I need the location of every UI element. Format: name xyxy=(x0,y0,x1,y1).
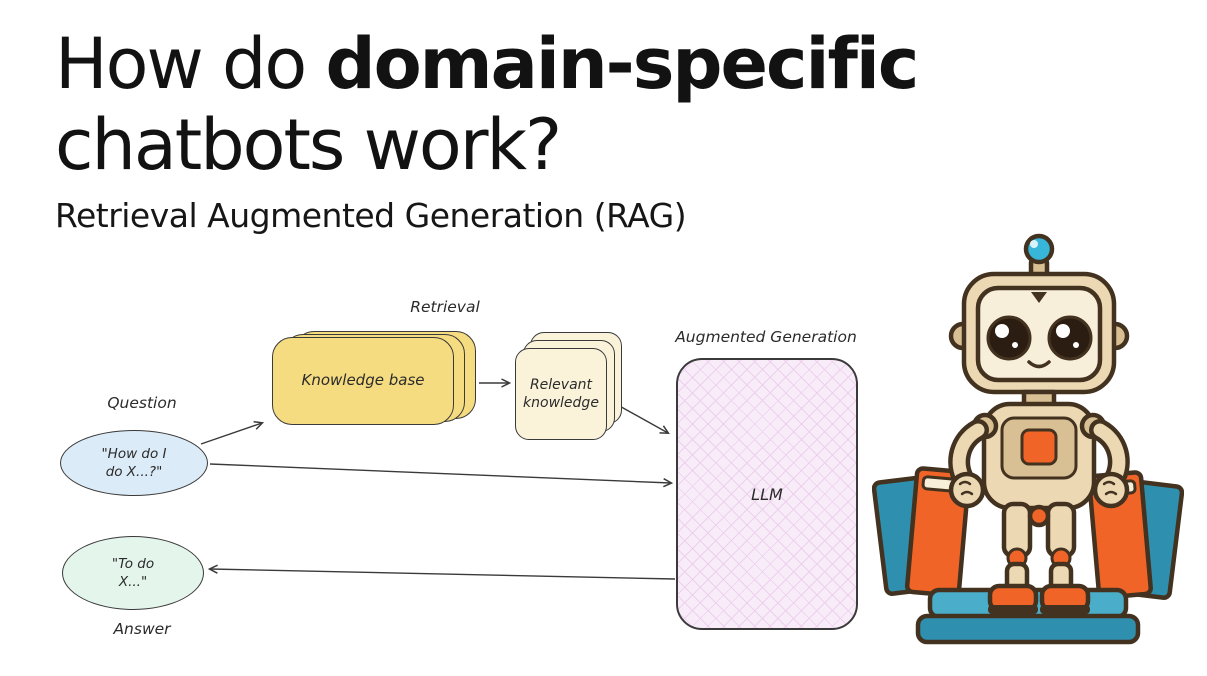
question-bubble: "How do I do X...?" xyxy=(60,430,208,496)
arrow-question-to-llm xyxy=(209,463,674,488)
robot xyxy=(948,233,1130,614)
robot-illustration xyxy=(872,226,1184,650)
arrow-llm-to-answer xyxy=(207,564,676,580)
robot-antenna xyxy=(1023,233,1055,281)
question-label: Question xyxy=(107,394,177,412)
relevant-knowledge-text: Relevant knowledge xyxy=(523,376,599,411)
answer-bubble-line2: X..." xyxy=(118,574,148,590)
augmented-generation-label: Augmented Generation xyxy=(675,328,857,346)
arrow-question-to-knowledge-base xyxy=(200,420,265,445)
robot-head xyxy=(948,271,1130,395)
robot-eyes xyxy=(986,315,1093,361)
relevant-knowledge-node: Relevant knowledge xyxy=(515,332,622,440)
answer-bubble: "To do X..." xyxy=(62,536,204,610)
title-regular: How do xyxy=(55,23,326,105)
llm-node: LLM xyxy=(676,358,858,630)
books-left xyxy=(872,466,972,598)
subtitle: Retrieval Augmented Generation (RAG) xyxy=(55,196,687,236)
knowledge-base-card-front: Knowledge base xyxy=(272,337,454,425)
robot-smile xyxy=(1027,360,1051,369)
title-line2: chatbots work? xyxy=(55,104,562,187)
question-bubble-line2: do X...?" xyxy=(105,464,163,480)
arrow-relevant-to-llm xyxy=(615,403,670,435)
knowledge-base-node: Knowledge base xyxy=(272,331,476,425)
robot-svg xyxy=(872,233,1184,645)
answer-bubble-line1: "To do xyxy=(111,555,155,572)
answer-label: Answer xyxy=(113,620,171,638)
title-bold: domain-specific xyxy=(325,23,919,105)
robot-legs xyxy=(987,501,1091,614)
knowledge-base-text: Knowledge base xyxy=(301,371,425,390)
robot-arms xyxy=(948,419,1130,509)
robot-body xyxy=(971,389,1107,511)
question-bubble-line1: "How do I xyxy=(101,445,167,462)
retrieval-label: Retrieval xyxy=(410,298,480,316)
llm-text: LLM xyxy=(751,484,783,504)
relevant-knowledge-card-front: Relevant knowledge xyxy=(515,348,607,440)
